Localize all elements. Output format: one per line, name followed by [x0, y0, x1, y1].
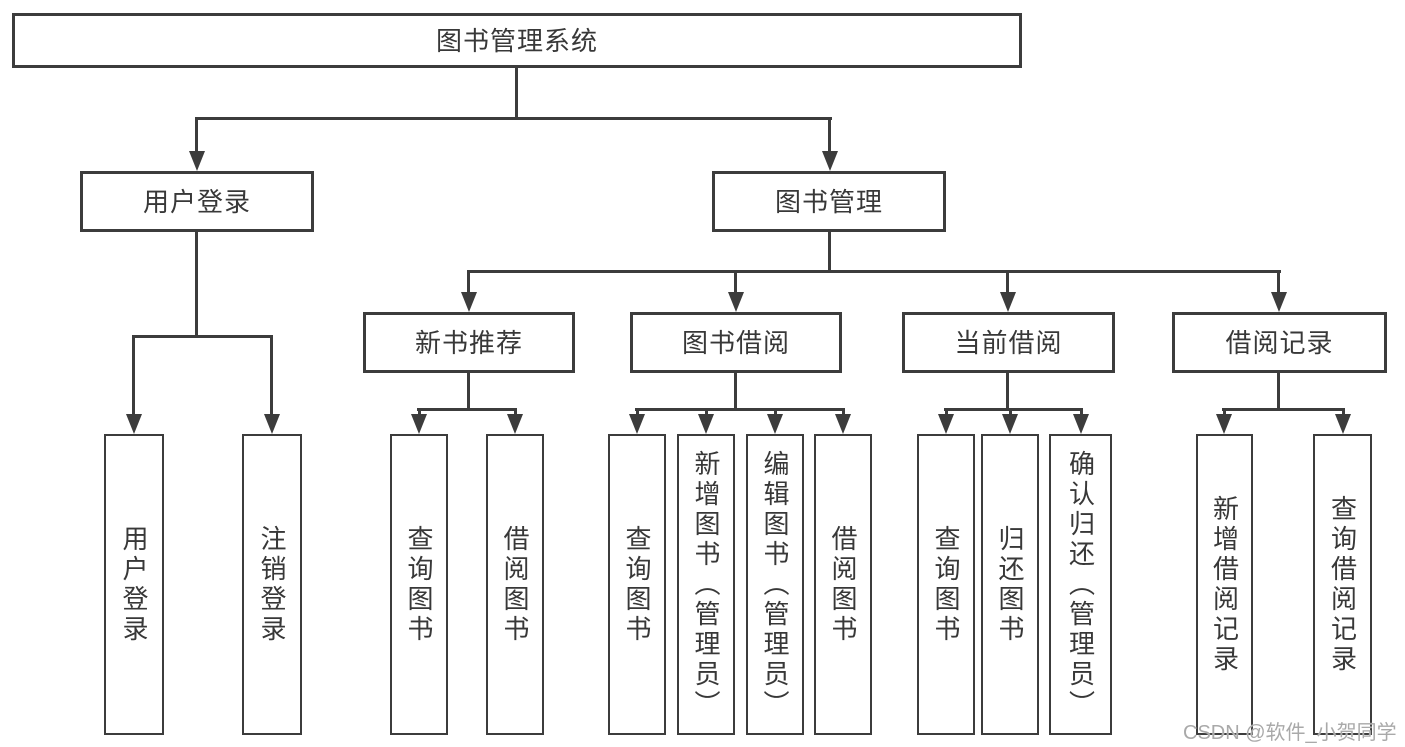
arrow-down-icon	[728, 292, 744, 312]
connector-book-borrowing-children-bar	[635, 408, 845, 411]
connector-book-management-stem	[828, 117, 831, 153]
leaf-user-login-label: 用户登录	[119, 524, 149, 645]
connector-book-borrowing-down	[734, 373, 737, 410]
arrow-down-icon	[1216, 414, 1232, 434]
leaf-nbr-borrow-books: 借阅图书	[486, 434, 544, 735]
connector-root-trunk	[515, 68, 518, 118]
arrow-down-icon	[1002, 414, 1018, 434]
connector-user-login-children-bar	[132, 335, 273, 338]
arrow-down-icon	[822, 151, 838, 171]
connector-new-book-stem	[467, 270, 470, 294]
connector-current-borrowing-children-bar	[944, 408, 1083, 411]
leaf-bb-borrow-books: 借阅图书	[814, 434, 872, 735]
node-current-borrowing: 当前借阅	[902, 312, 1115, 373]
node-root: 图书管理系统	[12, 13, 1022, 68]
connector-leaf-stem	[418, 408, 421, 418]
arrow-down-icon	[629, 414, 645, 434]
arrow-down-icon	[698, 414, 714, 434]
leaf-bb-query-books: 查询图书	[608, 434, 666, 735]
leaf-bb-add-books-admin: 新增图书（管理员）	[677, 434, 735, 735]
connector-new-book-children-bar	[417, 408, 517, 411]
connector-book-borrowing-stem	[734, 270, 737, 294]
leaf-cb-query-books-label: 查询图书	[931, 524, 961, 645]
leaf-nbr-query-books-label: 查询图书	[404, 524, 434, 645]
leaf-br-query-record: 查询借阅记录	[1313, 434, 1372, 735]
connector-leaf-stem	[1342, 408, 1345, 418]
connector-leaf-stem	[1080, 408, 1083, 418]
connector-borrowing-records-down	[1277, 373, 1280, 410]
arrow-down-icon	[126, 414, 142, 434]
connector-current-borrowing-down	[1006, 373, 1009, 410]
connector-user-login-down	[195, 232, 198, 337]
node-user-login-label: 用户登录	[142, 186, 251, 217]
connector-user-login-stem	[195, 117, 198, 153]
connector-leaf-stem	[774, 408, 777, 418]
watermark: CSDN @软件_小贺同学	[1183, 722, 1397, 744]
connector-leaf-stem	[636, 408, 639, 418]
arrow-down-icon	[835, 414, 851, 434]
node-book-management-label: 图书管理	[774, 186, 883, 217]
arrow-down-icon	[189, 151, 205, 171]
arrow-down-icon	[1000, 292, 1016, 312]
node-new-book-recommend-label: 新书推荐	[414, 327, 523, 358]
leaf-cb-confirm-return-admin: 确认归还（管理员）	[1049, 434, 1112, 735]
arrow-down-icon	[938, 414, 954, 434]
connector-leaf-stem	[514, 408, 517, 418]
connector-level1-bar	[195, 117, 832, 120]
node-new-book-recommend: 新书推荐	[363, 312, 575, 373]
connector-logout-stem	[270, 335, 273, 415]
leaf-bb-edit-books-admin-label: 编辑图书（管理员）	[760, 449, 790, 720]
connector-leaf-stem	[705, 408, 708, 418]
leaf-cb-query-books: 查询图书	[917, 434, 975, 735]
leaf-bb-borrow-books-label: 借阅图书	[828, 524, 858, 645]
arrow-down-icon	[1335, 414, 1351, 434]
node-book-management: 图书管理	[712, 171, 946, 232]
node-root-label: 图书管理系统	[435, 25, 598, 56]
node-borrowing-records: 借阅记录	[1172, 312, 1387, 373]
arrow-down-icon	[411, 414, 427, 434]
node-borrowing-records-label: 借阅记录	[1225, 327, 1334, 358]
leaf-logout: 注销登录	[242, 434, 302, 735]
node-book-borrowing-label: 图书借阅	[681, 327, 790, 358]
node-book-borrowing: 图书借阅	[630, 312, 842, 373]
arrow-down-icon	[1073, 414, 1089, 434]
arrow-down-icon	[1271, 292, 1287, 312]
leaf-br-add-record-label: 新增借阅记录	[1209, 494, 1240, 675]
leaf-br-add-record: 新增借阅记录	[1196, 434, 1253, 735]
arrow-down-icon	[507, 414, 523, 434]
node-user-login: 用户登录	[80, 171, 314, 232]
leaf-br-query-record-label: 查询借阅记录	[1327, 494, 1358, 675]
leaf-bb-edit-books-admin: 编辑图书（管理员）	[746, 434, 804, 735]
connector-borrowing-records-children-bar	[1222, 408, 1345, 411]
arrow-down-icon	[767, 414, 783, 434]
leaf-logout-label: 注销登录	[257, 524, 287, 645]
leaf-bb-query-books-label: 查询图书	[622, 524, 652, 645]
connector-current-borrowing-stem	[1006, 270, 1009, 294]
connector-leaf-stem	[945, 408, 948, 418]
leaf-cb-return-books: 归还图书	[981, 434, 1039, 735]
arrow-down-icon	[461, 292, 477, 312]
leaf-user-login: 用户登录	[104, 434, 164, 735]
connector-book-management-down	[828, 232, 831, 273]
connector-login-stem	[132, 335, 135, 415]
leaf-nbr-borrow-books-label: 借阅图书	[500, 524, 530, 645]
connector-borrowing-records-stem	[1277, 270, 1280, 294]
connector-leaf-stem	[1009, 408, 1012, 418]
node-current-borrowing-label: 当前借阅	[954, 327, 1063, 358]
leaf-nbr-query-books: 查询图书	[390, 434, 448, 735]
arrow-down-icon	[264, 414, 280, 434]
connector-new-book-down	[467, 373, 470, 410]
connector-leaf-stem	[1223, 408, 1226, 418]
leaf-bb-add-books-admin-label: 新增图书（管理员）	[691, 449, 721, 720]
leaf-cb-return-books-label: 归还图书	[995, 524, 1025, 645]
leaf-cb-confirm-return-admin-label: 确认归还（管理员）	[1065, 449, 1096, 720]
connector-level2-bar	[467, 270, 1281, 273]
connector-leaf-stem	[842, 408, 845, 418]
